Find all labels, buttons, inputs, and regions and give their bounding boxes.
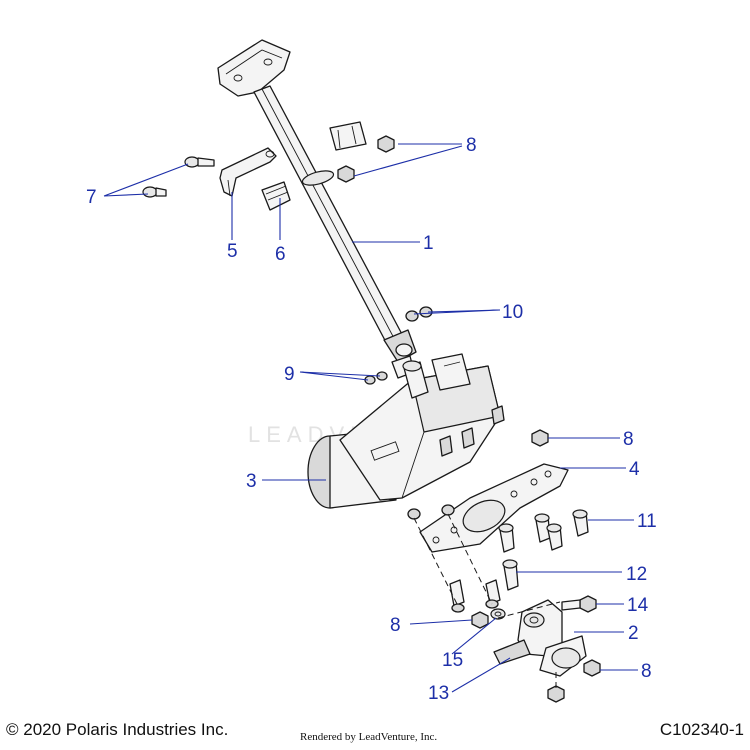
bushing-lower	[261, 181, 291, 211]
bolt-11-d	[572, 509, 589, 537]
mounting-plate	[419, 463, 569, 553]
callout-12: 12	[626, 564, 647, 585]
column-clamp	[219, 147, 277, 197]
bolt-upper	[184, 156, 215, 168]
leader-lines	[103, 143, 638, 693]
callout-1: 1	[423, 233, 434, 254]
callout-10: 10	[502, 302, 523, 323]
callout-13: 13	[428, 683, 449, 704]
bolt-11-a	[498, 523, 515, 553]
callout-6: 6	[275, 244, 286, 265]
nut-10-a	[405, 310, 419, 322]
callout-8-left: 8	[390, 615, 401, 636]
nut-top-b	[337, 165, 355, 183]
callout-8-gearbox: 8	[623, 429, 634, 450]
bolt-11-b	[534, 513, 551, 543]
callout-4: 4	[629, 459, 640, 480]
callout-2: 2	[628, 623, 639, 644]
power-steering-unit	[307, 353, 505, 509]
callout-11: 11	[637, 511, 657, 532]
nut-8-left	[471, 611, 489, 629]
bolt-lower	[142, 186, 167, 198]
steering-column	[217, 39, 417, 379]
drawing-code: C102340-1	[659, 720, 744, 739]
callout-9: 9	[284, 364, 295, 385]
bottom-nut	[547, 685, 565, 703]
callout-15: 15	[442, 650, 463, 671]
callout-3: 3	[246, 471, 257, 492]
lower-studs	[449, 579, 501, 613]
bolt-12	[502, 559, 519, 591]
callout-7: 7	[86, 187, 97, 208]
washer	[490, 608, 506, 620]
callout-5: 5	[227, 241, 238, 262]
nut-8-right	[531, 429, 549, 447]
callout-8-top: 8	[466, 135, 477, 156]
bushing-upper	[329, 121, 367, 151]
pitman-arm	[493, 599, 587, 677]
plate-studs	[407, 504, 455, 520]
bolt-14	[561, 595, 597, 613]
copyright-text: © 2020 Polaris Industries Inc.	[6, 720, 229, 739]
nut-8-bottom	[583, 659, 601, 677]
callout-8-bottom: 8	[641, 661, 652, 682]
nut-top-a	[377, 135, 395, 153]
assembly-lines	[413, 513, 561, 688]
rendered-by-text: Rendered by LeadVenture, Inc.	[300, 731, 438, 743]
callout-labels: 1 2 3 4 5 6 7 8 8 8 8 9 10 11 12 13 14 1…	[86, 135, 657, 704]
callout-14: 14	[627, 595, 649, 616]
bolt-11-c	[546, 523, 563, 551]
